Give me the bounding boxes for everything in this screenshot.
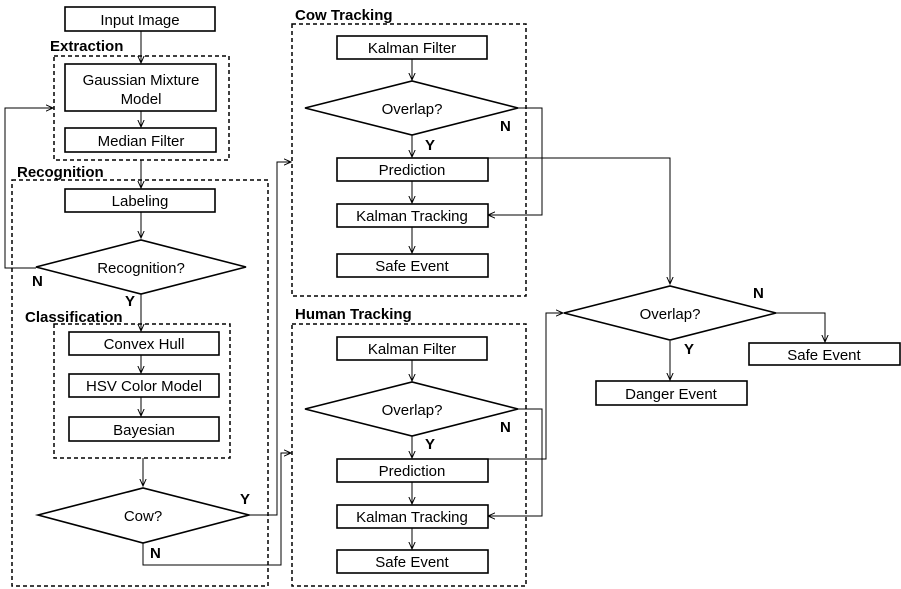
- recognition-decision-diamond: Recognition?: [35, 239, 247, 295]
- cow-prediction-label: Prediction: [379, 162, 446, 179]
- danger-event-box: Danger Event: [595, 380, 748, 406]
- cow-kalman-tracking-label: Kalman Tracking: [356, 208, 468, 225]
- recognition-decision-label: Recognition?: [97, 260, 185, 277]
- human-tracking-group-title: Human Tracking: [295, 306, 412, 323]
- recognition-yes-label: Y: [125, 293, 135, 310]
- classification-group-title: Classification: [25, 309, 123, 326]
- human-kalman-tracking-label: Kalman Tracking: [356, 509, 468, 526]
- cow-overlap-no-label: N: [500, 118, 511, 135]
- final-safe-event-box: Safe Event: [748, 342, 901, 366]
- arrow-cow-yes-to-cow-tracking: [248, 162, 291, 516]
- recognition-no-label: N: [32, 273, 43, 290]
- final-overlap-diamond: Overlap?: [563, 285, 777, 341]
- convex-hull-label: Convex Hull: [104, 336, 185, 353]
- cow-tracking-group-title: Cow Tracking: [295, 7, 393, 24]
- bayesian-label: Bayesian: [113, 422, 175, 439]
- human-kalman-filter-label: Kalman Filter: [368, 341, 456, 358]
- human-kalman-tracking-box: Kalman Tracking: [336, 504, 489, 529]
- cow-tracking-group-frame: [291, 23, 527, 297]
- bayesian-box: Bayesian: [68, 416, 220, 442]
- labeling-label: Labeling: [112, 193, 169, 210]
- gmm-label-line2: Model: [121, 91, 162, 108]
- danger-event-label: Danger Event: [625, 386, 718, 403]
- final-safe-event-label: Safe Event: [787, 347, 861, 364]
- cow-overlap-yes-label: Y: [425, 137, 435, 154]
- final-overlap-no-label: N: [753, 285, 764, 302]
- human-kalman-filter-box: Kalman Filter: [336, 336, 488, 361]
- convex-hull-box: Convex Hull: [68, 331, 220, 356]
- human-overlap-yes-label: Y: [425, 436, 435, 453]
- human-prediction-label: Prediction: [379, 463, 446, 480]
- cow-overlap-diamond: Overlap?: [304, 80, 519, 136]
- recognition-group-frame: [11, 179, 269, 587]
- arrow-cow-no-to-human-tracking: [142, 453, 291, 566]
- cow-prediction-box: Prediction: [336, 157, 489, 182]
- median-filter-box: Median Filter: [64, 127, 217, 153]
- arrow-cow-prediction-to-final: [488, 157, 670, 284]
- human-overlap-label: Overlap?: [382, 402, 443, 419]
- recognition-group-title: Recognition: [17, 164, 104, 181]
- gmm-label-line1: Gaussian Mixture: [83, 72, 200, 89]
- arrow-human-prediction-to-final: [488, 313, 563, 460]
- hsv-color-model-box: HSV Color Model: [68, 373, 220, 398]
- gmm-box: Gaussian Mixture Model: [64, 63, 217, 112]
- cow-kalman-tracking-box: Kalman Tracking: [336, 203, 489, 228]
- arrow-cow-overlap-no: [488, 107, 543, 215]
- arrow-recognition-no-loop: [4, 108, 53, 269]
- cow-kalman-filter-box: Kalman Filter: [336, 35, 488, 60]
- cow-safe-event-label: Safe Event: [375, 258, 449, 275]
- final-overlap-yes-label: Y: [684, 341, 694, 358]
- extraction-group-title: Extraction: [50, 38, 123, 55]
- cow-decision-diamond: Cow?: [34, 487, 253, 544]
- final-overlap-label: Overlap?: [640, 306, 701, 323]
- input-image-label: Input Image: [100, 12, 179, 29]
- hsv-color-model-label: HSV Color Model: [86, 378, 202, 395]
- median-filter-label: Median Filter: [98, 133, 185, 150]
- human-tracking-group-frame: [291, 323, 527, 587]
- human-overlap-diamond: Overlap?: [304, 381, 519, 437]
- cow-yes-label: Y: [240, 491, 250, 508]
- arrow-human-overlap-no: [488, 408, 543, 516]
- cow-no-label: N: [150, 545, 161, 562]
- cow-safe-event-box: Safe Event: [336, 253, 489, 278]
- cow-kalman-filter-label: Kalman Filter: [368, 40, 456, 57]
- input-image-box: Input Image: [64, 6, 216, 32]
- human-prediction-box: Prediction: [336, 458, 489, 483]
- human-safe-event-box: Safe Event: [336, 549, 489, 574]
- cow-decision-label: Cow?: [124, 508, 162, 525]
- human-overlap-no-label: N: [500, 419, 511, 436]
- labeling-box: Labeling: [64, 188, 216, 213]
- human-safe-event-label: Safe Event: [375, 554, 449, 571]
- arrow-final-no-to-safe: [776, 312, 825, 342]
- cow-overlap-label: Overlap?: [382, 101, 443, 118]
